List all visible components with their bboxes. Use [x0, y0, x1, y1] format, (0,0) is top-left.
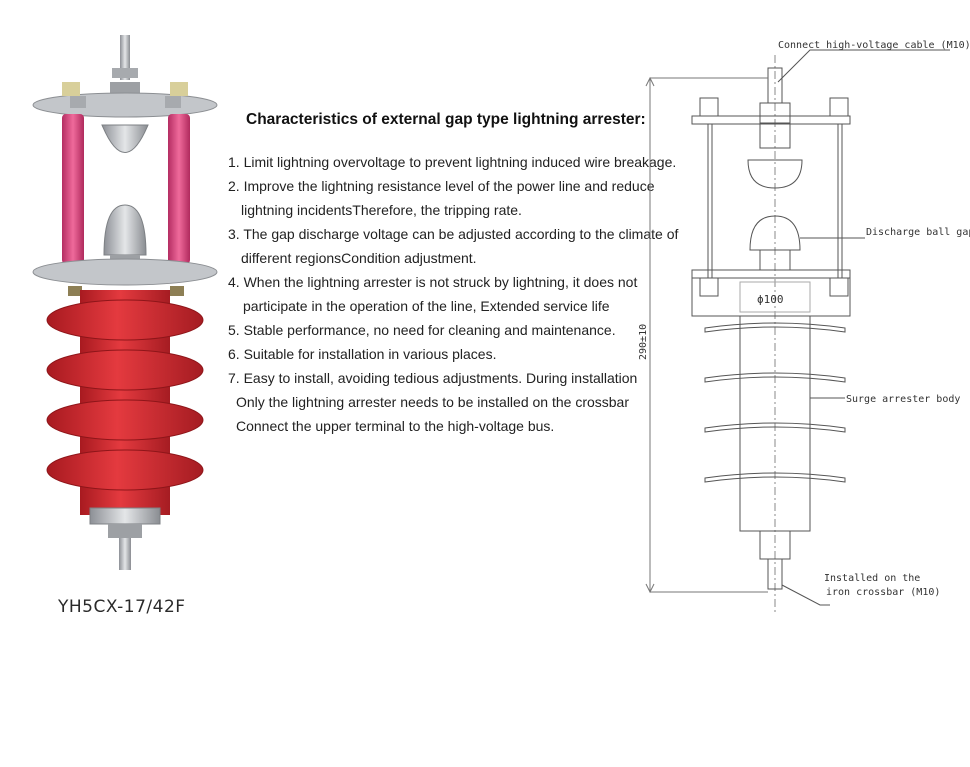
feature-list: 1. Limit lightning overvoltage to preven…: [228, 150, 679, 438]
page-title: Characteristics of external gap type lig…: [246, 111, 646, 128]
feature-line: Connect the upper terminal to the high-v…: [236, 418, 555, 434]
feature-line: 1. Limit lightning overvoltage to preven…: [228, 154, 677, 170]
dim-height: 290±10: [638, 324, 649, 360]
feature-line: Only the lightning arrester needs to be …: [236, 394, 630, 410]
dim-diameter: ϕ100: [757, 293, 784, 306]
arrester-photo: [32, 35, 218, 570]
callout-bottom-line1: Installed on the: [824, 573, 920, 584]
callout-body: Surge arrester body: [846, 394, 960, 405]
callout-ball-gap: Discharge ball gap: [866, 227, 970, 238]
technical-drawing: Connect high-voltage cable (M10) Dischar…: [638, 40, 970, 615]
feature-line: 5. Stable performance, no need for clean…: [228, 322, 616, 338]
model-label: YH5CX-17/42F: [58, 597, 186, 617]
feature-line: 2. Improve the lightning resistance leve…: [228, 178, 655, 194]
feature-line: lightning incidentsTherefore, the trippi…: [241, 202, 522, 218]
feature-line: 7. Easy to install, avoiding tedious adj…: [228, 370, 638, 386]
feature-line: 6. Suitable for installation in various …: [228, 346, 497, 362]
callout-bottom-line2: iron crossbar (M10): [826, 587, 940, 598]
feature-line: different regionsCondition adjustment.: [241, 250, 477, 266]
feature-line: 4. When the lightning arrester is not st…: [228, 274, 638, 290]
callout-top: Connect high-voltage cable (M10): [778, 40, 970, 51]
feature-line: 3. The gap discharge voltage can be adju…: [228, 226, 679, 242]
feature-line: participate in the operation of the line…: [243, 298, 610, 314]
